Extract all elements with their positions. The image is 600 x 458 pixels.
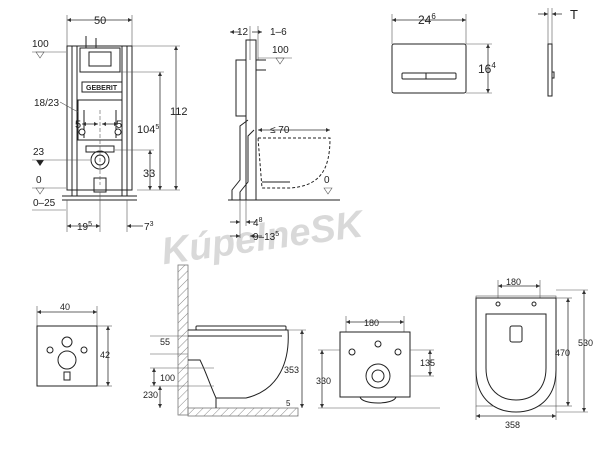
level-zero: 0: [36, 175, 42, 186]
dim-bowl-353: 353: [284, 365, 299, 375]
dim-bottom-left: 195: [77, 221, 92, 233]
dim-side-bottom-offset: 48: [253, 217, 263, 229]
dim-top-470: 470: [555, 348, 570, 358]
dim-top-530: 530: [578, 338, 593, 348]
flush-plate-front: 246 164: [391, 12, 496, 94]
dim-offset-right: 5: [116, 119, 122, 131]
dim-frame-height: 112: [170, 106, 188, 118]
flush-plate: [391, 43, 467, 94]
dim-inner-height: 1045: [137, 124, 159, 136]
flush-button-dual: [401, 72, 457, 80]
dim-top-358: 358: [505, 420, 520, 430]
side-level-zero: 0: [324, 175, 330, 186]
dim-side-bottom-range: 9–135: [253, 231, 279, 243]
dim-projection: ≤ 70: [270, 125, 290, 136]
dim-bowl-230: 230: [143, 390, 158, 400]
dim-plate-thickness: T: [570, 7, 578, 22]
side-level-top: 100: [272, 45, 289, 56]
bowl-back-view: 180 135 330: [316, 316, 440, 409]
wall-opening: 40 42: [36, 302, 112, 387]
dim-bowl-5: 5: [286, 399, 291, 408]
dim-side-range-top: 1–6: [270, 27, 287, 38]
bowl-top-outline: [475, 297, 557, 413]
dim-flush-height: 33: [143, 168, 155, 180]
dim-back-135: 135: [420, 358, 435, 368]
frame-outline: [66, 45, 133, 191]
frame-side-view: 12 1–6 100 ≤ 70 0 48 9–135: [228, 26, 340, 243]
dim-opening-width: 40: [60, 302, 70, 312]
bowl-top-view: 180 470 530 358: [475, 277, 593, 430]
level-top: 100: [32, 39, 49, 50]
bowl-side-view: 55 100 230 353 5: [143, 264, 306, 417]
dim-side-depth: 12: [237, 27, 249, 38]
dim-opening-height: 42: [100, 350, 110, 360]
dim-top-180: 180: [506, 277, 521, 287]
dim-bowl-100: 100: [160, 373, 175, 383]
dim-plate-width: 246: [418, 12, 436, 27]
brand-label: GEBERIT: [86, 85, 118, 92]
dim-pitch: 18/23: [34, 98, 59, 109]
dim-bottom-right: 73: [144, 221, 154, 233]
dim-plate-height: 164: [478, 61, 496, 76]
plate-side-body: [547, 43, 553, 97]
range-floor: 0–25: [33, 198, 56, 209]
flush-plate-side: T: [538, 7, 578, 97]
level-axis: 23: [33, 147, 45, 158]
dim-back-width: 180: [364, 318, 379, 328]
dim-bowl-55: 55: [160, 337, 170, 347]
frame-front-view: 50 GEBERIT 5 5 100: [32, 15, 188, 233]
dim-back-330: 330: [316, 376, 331, 386]
dim-frame-width: 50: [94, 15, 106, 27]
dim-offset-left: 5: [75, 119, 81, 131]
